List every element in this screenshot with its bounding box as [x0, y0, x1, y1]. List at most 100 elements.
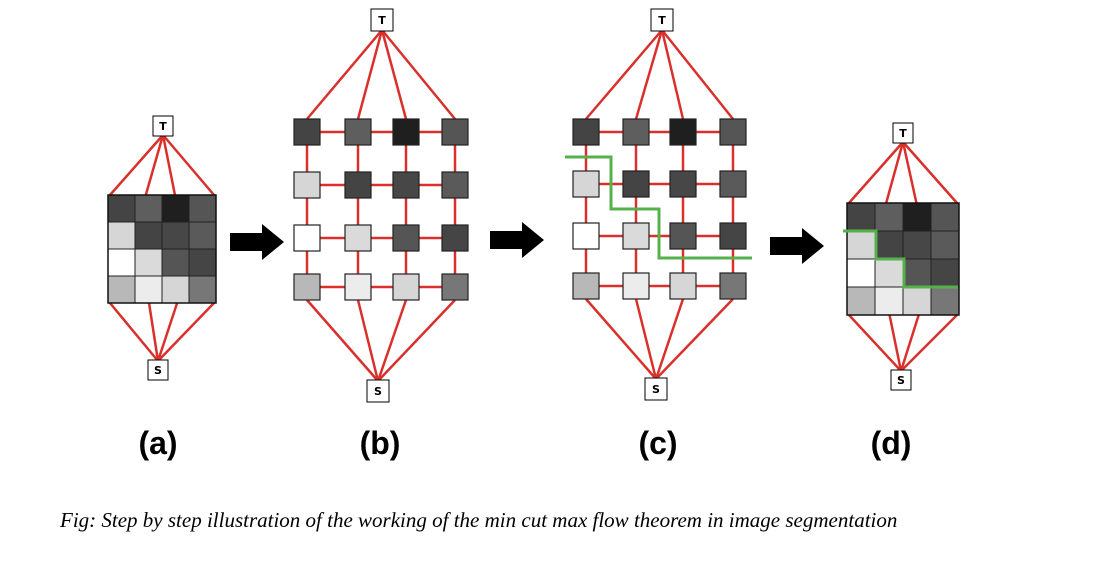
panel-c-label: (c) [638, 425, 677, 461]
edge [848, 314, 902, 372]
edge [654, 298, 685, 380]
pixel-cell [874, 286, 904, 316]
edge [144, 134, 165, 196]
process-arrows [230, 222, 824, 264]
edge [888, 314, 903, 372]
right-arrow-icon [770, 228, 824, 264]
right-arrow-icon [490, 222, 544, 258]
pixel-cell [107, 221, 136, 250]
pixel-cell [107, 248, 136, 277]
pixel-cell [107, 194, 136, 223]
pixel-cell [902, 230, 932, 260]
pixel-cell [874, 202, 904, 232]
terminal-s-box [644, 377, 668, 401]
edge [376, 299, 408, 382]
pixel-cell [902, 286, 932, 316]
pixel-cell [846, 202, 876, 232]
pixel-cell [874, 230, 904, 260]
pixel-node [622, 222, 650, 250]
pixel-cell [134, 275, 163, 304]
pixel-node [441, 171, 469, 199]
pixel-node [719, 222, 747, 250]
pixel-cell [930, 258, 960, 288]
panel-a-label: (a) [138, 425, 177, 461]
terminal-t-box [892, 122, 914, 144]
pixel-cell [107, 275, 136, 304]
edge [356, 29, 384, 120]
pixel-node [344, 171, 372, 199]
terminal-s-box [147, 359, 169, 381]
pixel-node [392, 171, 420, 199]
edge [380, 29, 408, 120]
pixel-node [572, 272, 600, 300]
pixel-node [719, 118, 747, 146]
pixel-cell [846, 258, 876, 288]
edge [585, 298, 657, 380]
pixel-node [669, 272, 697, 300]
pixel-cell [134, 221, 163, 250]
pixel-cell [161, 221, 190, 250]
pixel-cell [902, 202, 932, 232]
pixel-node [719, 272, 747, 300]
edge [634, 29, 664, 120]
terminal-t-label: T [159, 120, 167, 133]
edge [900, 314, 958, 372]
pixel-node [669, 118, 697, 146]
pixel-cell [874, 258, 904, 288]
pixel-node [441, 224, 469, 252]
edge [377, 299, 456, 382]
panel-d-segmented-image: TS [843, 122, 960, 391]
panel-c-graph-cut: TS [565, 8, 752, 401]
pixel-cell [134, 248, 163, 277]
edge [109, 134, 164, 196]
pixel-node [669, 222, 697, 250]
figure-caption: Fig: Step by step illustration of the wo… [60, 508, 898, 532]
terminal-s-box [890, 369, 912, 391]
pixel-node [441, 118, 469, 146]
edge [585, 29, 663, 120]
image-border [107, 194, 217, 304]
edge [356, 299, 380, 382]
panel-d-label: (d) [871, 425, 912, 461]
edge [157, 302, 215, 362]
terminal-t-box [370, 8, 394, 32]
edge [156, 302, 179, 362]
pixel-node [572, 170, 600, 198]
pixel-node [441, 273, 469, 301]
pixel-node [622, 170, 650, 198]
terminal-s-label: S [897, 374, 905, 387]
terminal-s-box [366, 379, 390, 403]
pixel-node [572, 118, 600, 146]
panel-b-pixel-graph: TS [293, 8, 469, 403]
pixel-cell [161, 275, 190, 304]
edge [109, 302, 159, 362]
edge [162, 134, 215, 196]
edge [660, 29, 685, 120]
edge [655, 298, 734, 380]
edge [661, 29, 734, 120]
terminal-t-box [152, 115, 174, 137]
edge [902, 141, 958, 204]
pixel-node [669, 170, 697, 198]
pixel-node [293, 118, 321, 146]
pixel-node [719, 170, 747, 198]
pixel-cell [930, 230, 960, 260]
terminal-s-label: S [652, 383, 660, 396]
edge [634, 298, 658, 380]
edge [901, 141, 918, 204]
terminal-s-label: S [154, 364, 162, 377]
image-border [846, 202, 960, 316]
pixel-cell [188, 221, 217, 250]
pixel-cell [134, 194, 163, 223]
edge [381, 29, 456, 120]
edge [306, 29, 383, 120]
pixel-node [293, 224, 321, 252]
pixel-node [293, 171, 321, 199]
edge [161, 134, 177, 196]
pixel-node [392, 273, 420, 301]
right-arrow-icon [230, 224, 284, 260]
panel-b-label: (b) [360, 425, 401, 461]
pixel-node [344, 224, 372, 252]
terminal-s-label: S [374, 385, 382, 398]
